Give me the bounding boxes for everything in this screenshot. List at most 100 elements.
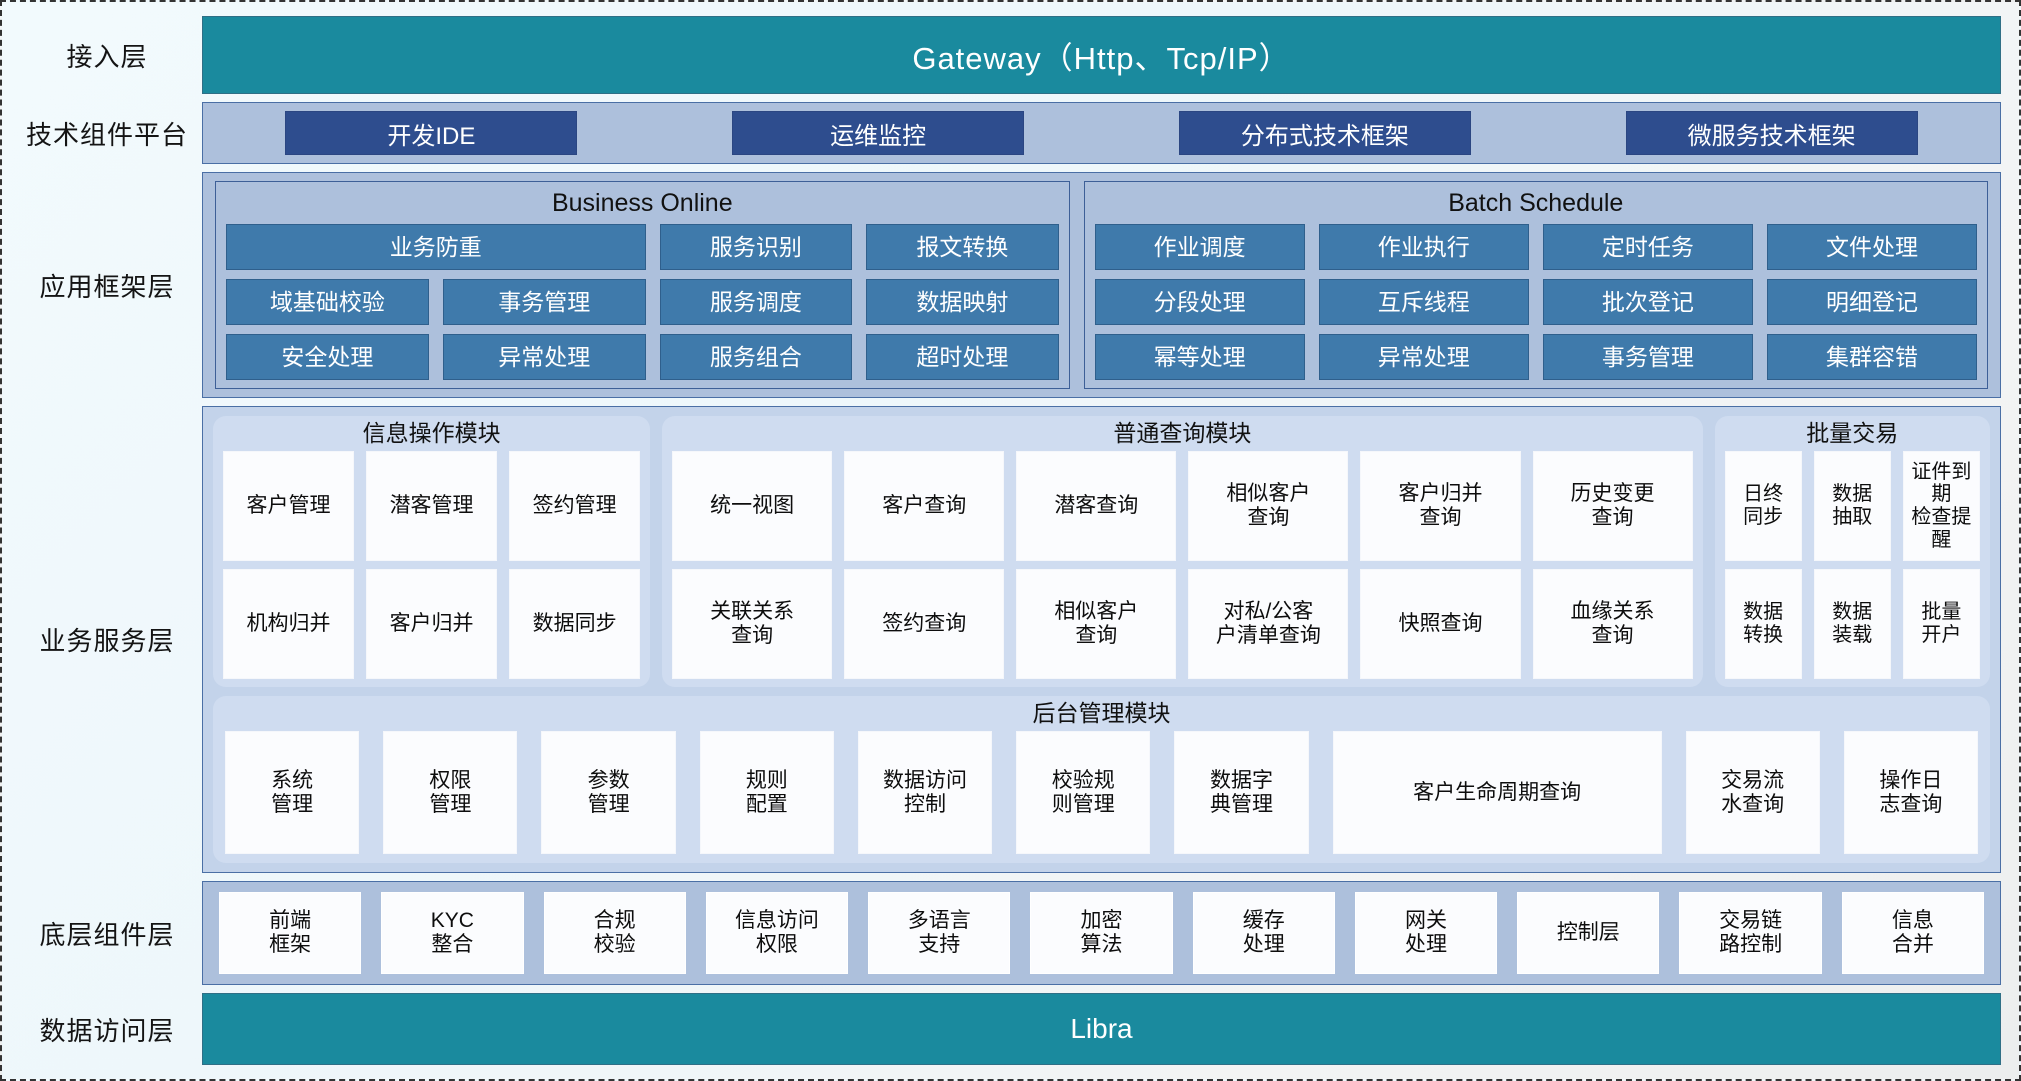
business-online-cell[interactable]: 域基础校验	[226, 279, 429, 325]
batch-schedule-cell[interactable]: 分段处理	[1094, 279, 1305, 325]
batch-schedule-cell[interactable]: 事务管理	[1542, 334, 1753, 380]
admin-management-cell[interactable]: 参数管理	[541, 731, 676, 854]
admin-management-cell[interactable]: 客户生命周期查询	[1332, 731, 1662, 854]
common-query-cell[interactable]: 血缘关系查询	[1532, 569, 1693, 679]
batch-schedule-cell[interactable]: 异常处理	[1318, 334, 1529, 380]
business-online-cell[interactable]: 超时处理	[866, 334, 1059, 380]
common-query-cell[interactable]: 客户归并查询	[1360, 451, 1521, 562]
business-online-grid: 业务防重服务识别报文转换域基础校验事务管理服务调度数据映射安全处理异常处理服务组…	[226, 224, 1059, 380]
common-query-cell[interactable]: 签约查询	[844, 569, 1005, 679]
business-online-cell[interactable]: 安全处理	[226, 334, 429, 380]
batch-schedule-cell[interactable]: 集群容错	[1766, 334, 1977, 380]
common-query-module-grid: 统一视图客户查询潜客查询相似客户查询客户归并查询历史变更查询关联关系查询签约查询…	[672, 451, 1693, 679]
admin-management-module-title: 后台管理模块	[1032, 699, 1171, 726]
batch-schedule-cell[interactable]: 文件处理	[1766, 224, 1977, 270]
info-operation-module-grid: 客户管理潜客管理签约管理机构归并客户归并数据同步	[223, 451, 641, 679]
component-layer-cell[interactable]: 信息访问权限	[705, 892, 849, 974]
tech-platform-chip[interactable]: 微服务技术框架	[1625, 111, 1918, 155]
tech-platform-chip[interactable]: 运维监控	[732, 111, 1025, 155]
admin-management-cell[interactable]: 规则配置	[699, 731, 834, 854]
tech-platform-row: 技术组件平台 开发IDE 运维监控 分布式技术框架 微服务技术框架	[12, 102, 2001, 164]
admin-management-cell[interactable]: 操作日志查询	[1843, 731, 1978, 854]
component-layer-cell[interactable]: 网关处理	[1354, 892, 1498, 974]
admin-management-cell[interactable]: 校验规则管理	[1016, 731, 1151, 854]
common-query-cell[interactable]: 快照查询	[1360, 569, 1521, 679]
common-query-cell[interactable]: 统一视图	[672, 451, 833, 562]
common-query-cell[interactable]: 客户查询	[844, 451, 1005, 562]
admin-management-cell[interactable]: 系统管理	[225, 731, 360, 854]
info-operation-cell[interactable]: 客户归并	[366, 569, 498, 679]
admin-management-module: 后台管理模块 系统管理权限管理参数管理规则配置数据访问控制校验规则管理数据字典管…	[213, 695, 1990, 863]
business-service-row: 业务服务层 信息操作模块 客户管理潜客管理签约管理机构归并客户归并数据同步 普通…	[12, 406, 2001, 873]
batch-schedule-cell[interactable]: 批次登记	[1542, 279, 1753, 325]
component-layer-cell[interactable]: 加密算法	[1030, 892, 1173, 974]
business-service-body: 信息操作模块 客户管理潜客管理签约管理机构归并客户归并数据同步 普通查询模块 统…	[202, 406, 2001, 873]
batch-schedule-cell[interactable]: 明细登记	[1766, 279, 1977, 325]
info-operation-cell[interactable]: 数据同步	[509, 569, 641, 679]
tech-platform-label: 技术组件平台	[25, 119, 188, 150]
business-online-cell[interactable]: 异常处理	[442, 334, 646, 380]
common-query-cell[interactable]: 历史变更查询	[1532, 451, 1693, 562]
batch-transaction-cell[interactable]: 批量开户	[1902, 569, 1980, 679]
business-online-cell[interactable]: 事务管理	[442, 279, 646, 325]
component-layer-cell[interactable]: 缓存处理	[1192, 892, 1335, 974]
admin-management-cell[interactable]: 交易流水查询	[1685, 731, 1820, 854]
tech-platform-chip[interactable]: 开发IDE	[285, 111, 578, 155]
info-operation-cell[interactable]: 客户管理	[223, 451, 355, 562]
business-service-band: 信息操作模块 客户管理潜客管理签约管理机构归并客户归并数据同步 普通查询模块 统…	[202, 406, 2001, 873]
business-online-cell[interactable]: 报文转换	[866, 224, 1059, 270]
admin-management-cell[interactable]: 数据访问控制	[857, 731, 993, 854]
batch-schedule-title: Batch Schedule	[1448, 189, 1624, 217]
app-framework-row: 应用框架层 Business Online 业务防重服务识别报文转换域基础校验事…	[12, 172, 2001, 398]
component-layer-cell[interactable]: 前端框架	[219, 892, 362, 974]
app-framework-band: Business Online 业务防重服务识别报文转换域基础校验事务管理服务调…	[202, 172, 2001, 398]
component-layer-cell[interactable]: 信息合并	[1841, 892, 1984, 974]
business-online-cell[interactable]: 服务识别	[659, 224, 853, 270]
business-online-cell[interactable]: 数据映射	[866, 279, 1059, 325]
component-layer-cell[interactable]: 交易链路控制	[1679, 892, 1822, 974]
batch-transaction-module-title: 批量交易	[1806, 420, 1899, 446]
common-query-cell[interactable]: 相似客户查询	[1016, 569, 1177, 679]
component-layer-cell[interactable]: 多语言支持	[868, 892, 1011, 974]
business-online-cell[interactable]: 服务调度	[659, 279, 853, 325]
business-service-top-modules: 信息操作模块 客户管理潜客管理签约管理机构归并客户归并数据同步 普通查询模块 统…	[213, 416, 1990, 687]
component-layer-cell[interactable]: 合规校验	[543, 892, 686, 974]
business-online-cell[interactable]: 服务组合	[659, 334, 853, 380]
common-query-cell[interactable]: 关联关系查询	[672, 569, 833, 679]
batch-schedule-cell[interactable]: 互斥线程	[1318, 279, 1529, 325]
batch-transaction-cell[interactable]: 数据抽取	[1813, 451, 1891, 562]
batch-transaction-cell[interactable]: 数据转换	[1724, 569, 1802, 679]
info-operation-cell[interactable]: 潜客管理	[366, 451, 498, 562]
batch-schedule-cell[interactable]: 定时任务	[1542, 224, 1753, 270]
batch-transaction-cell[interactable]: 日终同步	[1724, 451, 1802, 562]
common-query-cell[interactable]: 对私/公客户清单查询	[1188, 569, 1349, 679]
batch-schedule-cell[interactable]: 作业执行	[1318, 224, 1529, 270]
tech-platform-band: 开发IDE 运维监控 分布式技术框架 微服务技术框架	[202, 102, 2001, 164]
tech-platform-chip[interactable]: 分布式技术框架	[1178, 111, 1471, 155]
batch-transaction-cell[interactable]: 证件到期检查提醒	[1902, 451, 1980, 562]
batch-transaction-cell[interactable]: 数据装载	[1813, 569, 1891, 679]
common-query-cell[interactable]: 潜客查询	[1016, 451, 1177, 562]
common-query-cell[interactable]: 相似客户查询	[1188, 451, 1349, 562]
libra-bar[interactable]: Libra	[202, 993, 2001, 1065]
admin-management-cell[interactable]: 权限管理	[383, 731, 518, 854]
gateway-bar[interactable]: Gateway（Http、Tcp/IP）	[202, 16, 2001, 94]
info-operation-module: 信息操作模块 客户管理潜客管理签约管理机构归并客户归并数据同步	[213, 416, 651, 687]
batch-schedule-cell[interactable]: 幂等处理	[1094, 334, 1305, 380]
info-operation-module-title: 信息操作模块	[362, 420, 501, 446]
business-online-panel: Business Online 业务防重服务识别报文转换域基础校验事务管理服务调…	[215, 181, 1070, 389]
batch-schedule-cell[interactable]: 作业调度	[1094, 224, 1305, 270]
admin-management-module-grid: 系统管理权限管理参数管理规则配置数据访问控制校验规则管理数据字典管理客户生命周期…	[225, 731, 1978, 854]
component-layer-cell[interactable]: 控制层	[1517, 892, 1660, 974]
info-operation-cell[interactable]: 签约管理	[509, 451, 641, 562]
batch-schedule-panel: Batch Schedule 作业调度作业执行定时任务文件处理分段处理互斥线程批…	[1083, 181, 1988, 389]
business-online-cell[interactable]: 业务防重	[226, 224, 646, 270]
info-operation-cell[interactable]: 机构归并	[223, 569, 355, 679]
admin-management-cell[interactable]: 数据字典管理	[1174, 731, 1309, 854]
component-layer-label: 底层组件层	[39, 919, 175, 950]
